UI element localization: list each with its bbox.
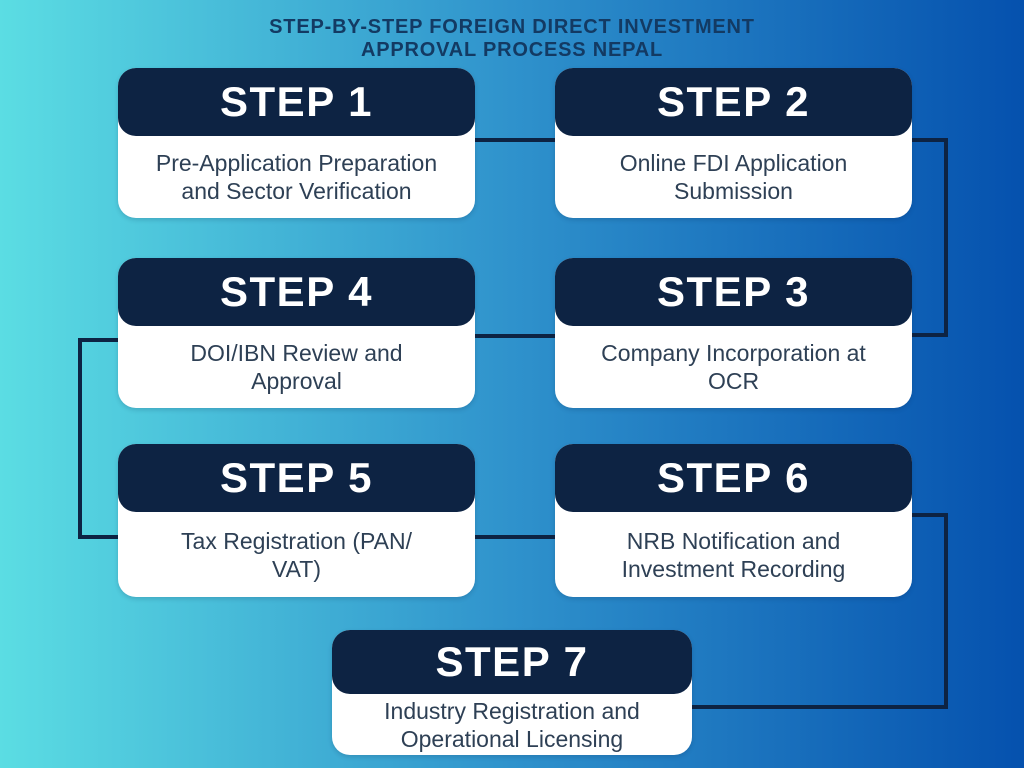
connector-step1-step2 bbox=[475, 138, 555, 142]
step-card-5: STEP 5 Tax Registration (PAN/ VAT) bbox=[118, 444, 475, 597]
step-7-description: Industry Registration and Operational Li… bbox=[332, 694, 692, 755]
step-4-description-line-1: DOI/IBN Review and bbox=[190, 340, 403, 366]
step-5-description-line-2: VAT) bbox=[272, 555, 321, 582]
step-7-description-line-1: Industry Registration and bbox=[384, 697, 640, 724]
connector-step3-step4 bbox=[475, 334, 555, 338]
step-7-description-line-2: Operational Licensing bbox=[400, 725, 624, 752]
step-6-label: STEP 6 bbox=[657, 454, 810, 501]
step-1-label: STEP 1 bbox=[220, 78, 373, 125]
connector-step6-step7-bottom bbox=[692, 705, 948, 709]
step-card-2: STEP 2 Online FDI Application Submission bbox=[555, 68, 912, 218]
step-2-description-line-2: Submission bbox=[674, 178, 793, 204]
step-card-3: STEP 3 Company Incorporation at OCR bbox=[555, 258, 912, 408]
page-title-line-1: STEP-BY-STEP FOREIGN DIRECT INVESTMENT bbox=[269, 16, 755, 38]
step-6-description-line-1: NRB Notification and bbox=[626, 527, 841, 554]
step-card-7: STEP 7 Industry Registration and Operati… bbox=[332, 630, 692, 755]
step-3-description-line-2: OCR bbox=[707, 368, 760, 394]
step-4-label: STEP 4 bbox=[220, 268, 373, 315]
page-title-line-2: APPROVAL PROCESS NEPAL bbox=[360, 39, 664, 61]
connector-step5-step6 bbox=[475, 535, 555, 539]
step-5-label: STEP 5 bbox=[220, 454, 373, 501]
step-5-description-line-1: Tax Registration (PAN/ bbox=[181, 527, 412, 554]
step-4-header: STEP 4 bbox=[118, 258, 475, 326]
step-1-description: Pre-Application Preparation and Sector V… bbox=[118, 136, 475, 218]
step-6-header: STEP 6 bbox=[555, 444, 912, 512]
step-3-description-line-1: Company Incorporation at bbox=[601, 340, 866, 366]
step-2-label: STEP 2 bbox=[657, 78, 810, 125]
page-title: STEP-BY-STEP FOREIGN DIRECT INVESTMENT A… bbox=[0, 16, 1024, 62]
step-3-description: Company Incorporation at OCR bbox=[555, 326, 912, 408]
step-card-1: STEP 1 Pre-Application Preparation and S… bbox=[118, 68, 475, 218]
step-7-label: STEP 7 bbox=[435, 638, 589, 685]
step-2-description: Online FDI Application Submission bbox=[555, 136, 912, 218]
connector-step2-step3 bbox=[912, 138, 948, 337]
step-1-description-line-1: Pre-Application Preparation bbox=[155, 150, 438, 176]
step-card-6: STEP 6 NRB Notification and Investment R… bbox=[555, 444, 912, 597]
step-5-description: Tax Registration (PAN/ VAT) bbox=[118, 512, 475, 597]
step-card-4: STEP 4 DOI/IBN Review and Approval bbox=[118, 258, 475, 408]
connector-step6-step7-elbow bbox=[912, 513, 948, 709]
step-2-header: STEP 2 bbox=[555, 68, 912, 136]
step-2-description-line-1: Online FDI Application bbox=[619, 150, 848, 176]
step-4-description-line-2: Approval bbox=[251, 368, 342, 394]
step-1-header: STEP 1 bbox=[118, 68, 475, 136]
step-1-description-line-2: and Sector Verification bbox=[181, 178, 412, 204]
step-4-description: DOI/IBN Review and Approval bbox=[118, 326, 475, 408]
step-3-header: STEP 3 bbox=[555, 258, 912, 326]
step-7-header: STEP 7 bbox=[332, 630, 692, 694]
step-6-description-line-2: Investment Recording bbox=[621, 555, 846, 582]
step-3-label: STEP 3 bbox=[657, 268, 810, 315]
step-6-description: NRB Notification and Investment Recordin… bbox=[555, 512, 912, 597]
connector-step4-step5 bbox=[78, 338, 118, 539]
step-5-header: STEP 5 bbox=[118, 444, 475, 512]
